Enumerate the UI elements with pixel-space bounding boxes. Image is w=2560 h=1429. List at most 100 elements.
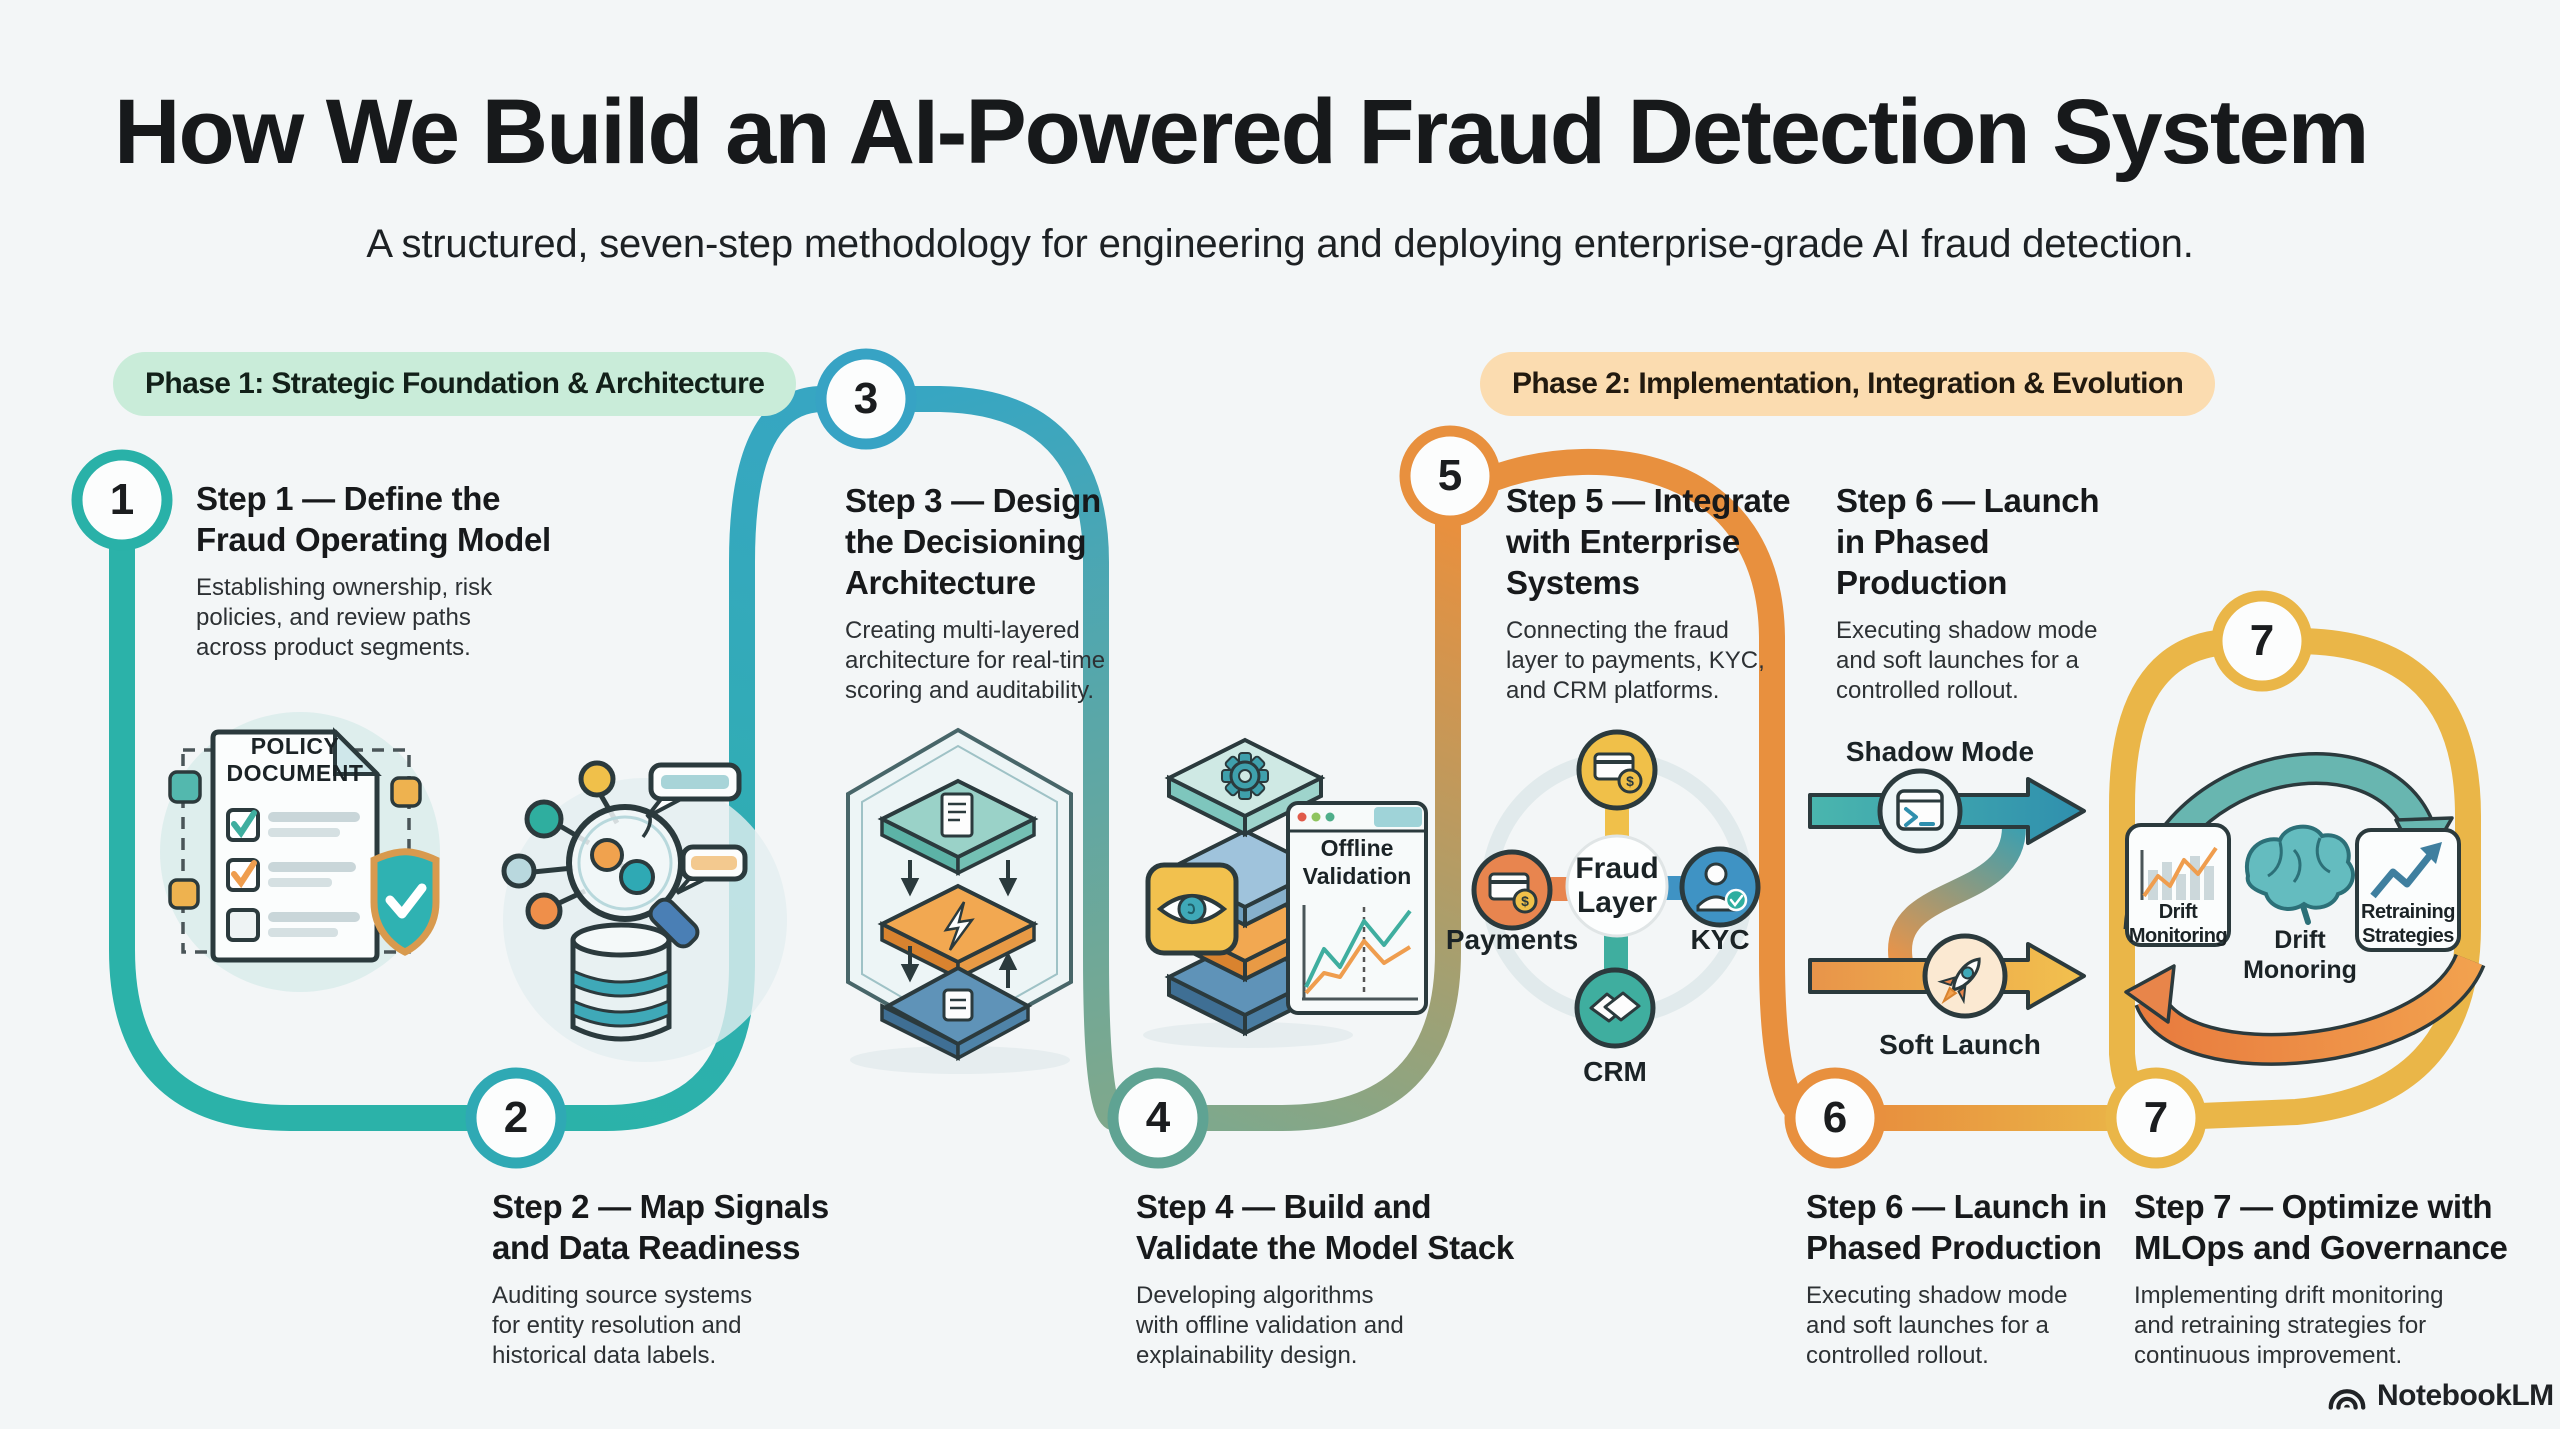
step-1-block: Step 1 — Define the Fraud Operating Mode… (196, 480, 551, 661)
crm-node-icon (1574, 967, 1656, 1049)
integration-hub-illustration: $ $ Fraud Layer Pa (1446, 728, 1875, 1108)
signals-magnifier-icon (501, 760, 787, 1062)
document-sheet-icon (210, 727, 382, 963)
phase-1-label: Phase 1: Strategic Foundation & Architec… (145, 367, 765, 400)
marker-ring-4 (1107, 1067, 1209, 1169)
database-icon (570, 922, 672, 1042)
marker-ring-6 (1784, 1067, 1886, 1169)
mlops-cycle-illustration: Drift Monitoring Drift Monoring Retraini… (2098, 700, 2548, 1080)
marker-ring-5 (1399, 425, 1501, 527)
phase-2-badge: Phase 2: Implementation, Integration & E… (1480, 352, 2216, 416)
offline-validation-window-icon (1286, 801, 1428, 1015)
fraud-layer-hub (1565, 834, 1669, 938)
svg-text:$: $ (1521, 893, 1529, 909)
marker-ring-1 (71, 449, 173, 551)
drift-monitoring-card-icon (2125, 823, 2231, 947)
retraining-card-icon (2355, 828, 2461, 952)
marker-ring-7-bottom (2105, 1067, 2207, 1169)
notebooklm-brand: NotebookLM (2326, 1378, 2554, 1414)
marker-ring-3 (815, 348, 917, 450)
teal-layer-icon (877, 778, 1039, 876)
policy-document-label: POLICY (250, 733, 340, 759)
step-3-title: Step 3 — Design (845, 482, 1101, 519)
step-1-title: Step 1 — Define the (196, 480, 501, 517)
flow-arrows-icon (900, 860, 1018, 988)
kyc-node-icon (1679, 846, 1761, 928)
page-title: How We Build an AI-Powered Fraud Detecti… (114, 81, 2369, 183)
marker-ring-2 (465, 1067, 567, 1169)
shield-check-icon (370, 848, 440, 956)
rocket-icon (1922, 933, 2008, 1019)
network-nodes-icon (501, 760, 616, 930)
step-6-bottom-desc: Executing shadow mode (1806, 1282, 2068, 1309)
crm-label: CRM (1583, 1056, 1647, 1087)
phased-launch-icon (1808, 768, 2086, 1019)
step-4-block: Step 4 — Build and Validate the Model St… (1136, 1188, 1514, 1369)
notebooklm-icon (2328, 1389, 2366, 1410)
step-marker-2: 2 (503, 1093, 529, 1142)
blue-layer-icon (880, 965, 1033, 1061)
page-subtitle: A structured, seven-step methodology for… (366, 222, 2194, 266)
step-7-desc: Implementing drift monitoring (2134, 1282, 2444, 1309)
integration-hub-icon: $ $ (1471, 729, 1761, 1049)
step-5-title: Step 5 — Integrate (1506, 482, 1791, 519)
step-5-block: Step 5 — Integrate with Enterprise Syste… (1506, 482, 1791, 704)
step-4-desc: Developing algorithms (1136, 1282, 1374, 1309)
retraining-strategies-label: Retraining (2361, 901, 2455, 923)
payment-node-top-icon: $ (1576, 729, 1658, 811)
step-6-bottom-title: Step 6 — Launch in (1806, 1188, 2107, 1225)
selection-handles-icon (168, 770, 422, 910)
soft-launch-label: Soft Launch (1879, 1029, 2041, 1060)
gear-icon (1221, 752, 1269, 800)
shadow-mode-label: Shadow Mode (1845, 736, 2035, 767)
architecture-illustration (838, 722, 1153, 1077)
payments-node-icon: $ (1471, 849, 1553, 931)
payments-label: Payments (1445, 924, 1579, 955)
step-2-block: Step 2 — Map Signals and Data Readiness … (492, 1188, 829, 1369)
marker-ring-7-top (2211, 590, 2313, 692)
step-7-title: Step 7 — Optimize with (2134, 1188, 2493, 1225)
step-marker-rings (71, 348, 2313, 1169)
mlops-cycle-icon (2123, 752, 2486, 1066)
model-stack-illustration: Offline Validation (1138, 735, 1468, 1055)
step-4-title: Step 4 — Build and (1136, 1188, 1432, 1225)
magnifier-icon (566, 804, 700, 949)
step-marker-1: 1 (109, 475, 135, 524)
speech-bubbles-icon (645, 762, 748, 895)
step-5-desc: Connecting the fraud (1506, 617, 1729, 644)
step-1-desc: Establishing ownership, risk (196, 574, 493, 601)
step-marker-7-bottom: 7 (2143, 1093, 2169, 1142)
step-3-block: Step 3 — Design the Decisioning Architec… (845, 482, 1106, 704)
brain-icon (2244, 824, 2355, 925)
checklist-icon (226, 808, 360, 942)
step-7-block: Step 7 — Optimize with MLOps and Governa… (2134, 1188, 2508, 1369)
step-2-title: Step 2 — Map Signals (492, 1188, 829, 1225)
brain-drift-label: Drift (2274, 926, 2326, 954)
phased-launch-illustration: Shadow Mode Soft Launch (1800, 735, 2240, 1065)
eye-card-icon (1145, 862, 1239, 956)
fraud-layer-label: Fraud (1575, 852, 1659, 885)
step-3-desc: Creating multi-layered (845, 617, 1080, 644)
phase-1-badge: Phase 1: Strategic Foundation & Architec… (113, 352, 797, 416)
notebooklm-label: NotebookLM (2377, 1379, 2554, 1412)
step-marker-6: 6 (1822, 1093, 1848, 1142)
svg-text:$: $ (1626, 773, 1634, 789)
step-6-bottom-block: Step 6 — Launch in Phased Production Exe… (1806, 1188, 2107, 1369)
timeline-band-segments (109, 386, 2481, 1131)
orange-layer-icon (877, 883, 1039, 981)
layered-architecture-icon (846, 727, 1073, 1074)
step-marker-4: 4 (1145, 1093, 1171, 1142)
step-marker-5: 5 (1437, 451, 1463, 500)
step-6-top-desc: Executing shadow mode (1836, 617, 2098, 644)
step-marker-7-top: 7 (2249, 616, 2275, 665)
signals-data-illustration (495, 735, 825, 1070)
terminal-icon (1877, 768, 1963, 854)
step-marker-3: 3 (853, 374, 879, 423)
model-stack-icon (1143, 737, 1428, 1048)
drift-monitoring-label: Drift (2158, 901, 2198, 923)
phase-2-label: Phase 2: Implementation, Integration & E… (1512, 367, 2184, 400)
policy-document-illustration: POLICY DOCUMENT (150, 692, 540, 1032)
step-6-top-block: Step 6 — Launch in Phased Production Exe… (1836, 482, 2100, 704)
